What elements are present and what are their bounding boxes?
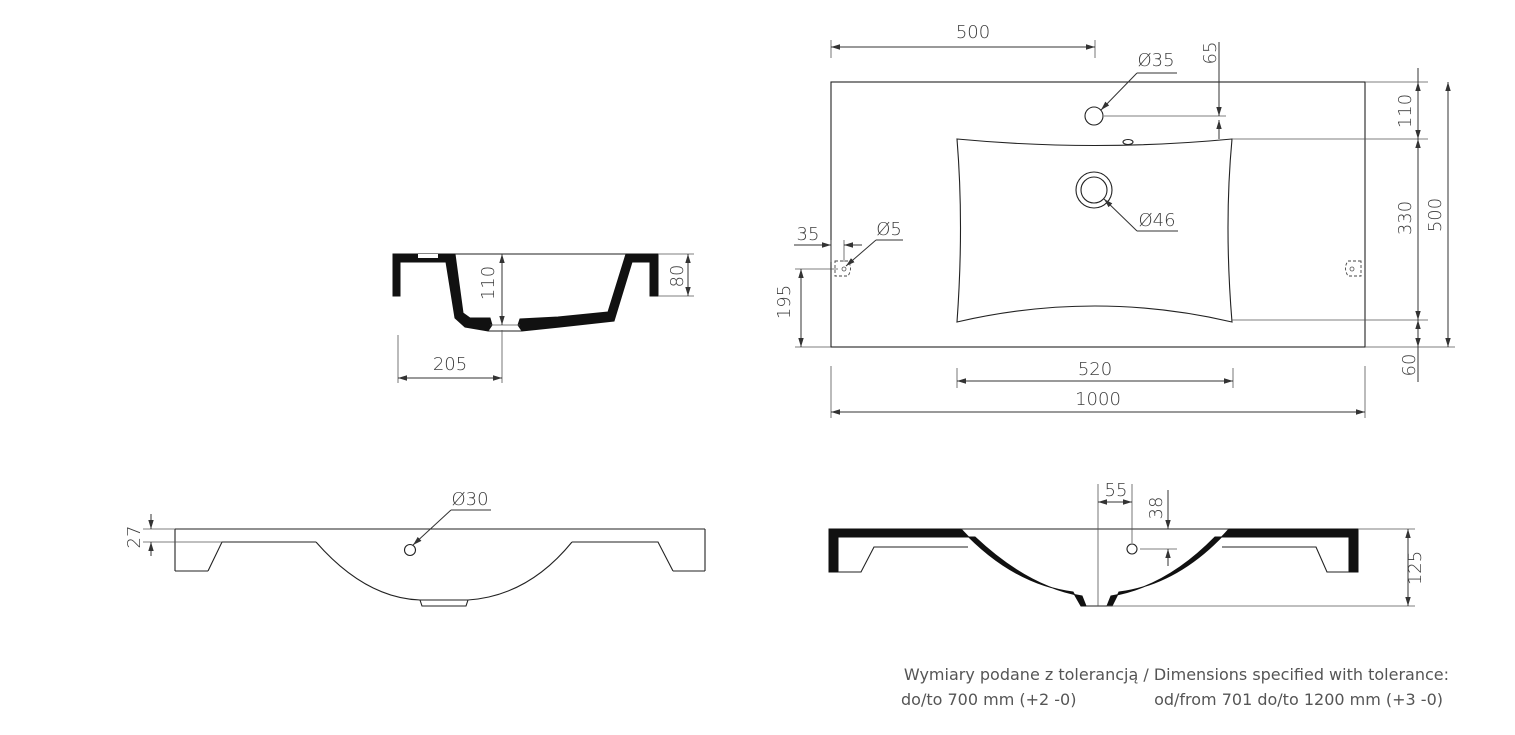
dim-330: 330 <box>1395 201 1416 235</box>
dim-overflow-30: Ø30 <box>451 489 488 510</box>
side-section-left-wall <box>392 253 493 332</box>
front-bowl-curve <box>315 541 573 601</box>
cross-right-rim <box>1106 528 1359 607</box>
dim-195: 195 <box>774 285 795 319</box>
front-right-shoulder <box>572 541 674 572</box>
dim-width-1000: 1000 <box>1075 389 1121 410</box>
dim-hole-35: Ø35 <box>1137 50 1174 71</box>
dim-500-height: 500 <box>1425 198 1446 232</box>
dim-35: 35 <box>797 224 820 245</box>
bowl-outline <box>956 138 1233 323</box>
side-section-right-wall <box>517 253 659 332</box>
mount-hole-right <box>1345 260 1362 277</box>
dim-side-110: 110 <box>478 266 499 300</box>
front-view: Ø30 27 <box>124 489 706 607</box>
dim-60: 60 <box>1399 354 1420 377</box>
countertop-outline <box>830 81 1366 348</box>
front-drain <box>419 599 469 607</box>
tolerance-note-line1: Wymiary podane z tolerancją / Dimensions… <box>903 665 1449 684</box>
side-section: 110 80 205 <box>392 253 694 383</box>
cross-overflow-hole <box>1126 543 1138 555</box>
top-view: 500 Ø35 65 Ø46 110 330 60 500 <box>774 22 1455 418</box>
mount-hole-left-center <box>841 266 847 272</box>
mount-hole-left <box>834 260 851 277</box>
front-overflow-hole <box>403 543 417 557</box>
dim-section-38: 38 <box>1146 497 1167 520</box>
dim-drain-46: Ø46 <box>1138 210 1175 231</box>
dim-500-top: 500 <box>956 22 990 43</box>
front-left-shoulder <box>207 541 316 572</box>
dim-section-125: 125 <box>1405 551 1426 585</box>
dim-section-55: 55 <box>1105 480 1128 501</box>
cross-left-rim <box>828 528 1087 607</box>
drain-outer <box>1075 171 1113 209</box>
dim-front-27: 27 <box>124 526 145 549</box>
dim-mount-5: Ø5 <box>876 219 902 240</box>
tap-hole <box>1084 106 1104 126</box>
dim-side-205: 205 <box>433 354 467 375</box>
dim-bowl-520: 520 <box>1078 359 1112 380</box>
dim-offset-65: 65 <box>1200 42 1221 65</box>
tolerance-note-large: od/from 701 do/to 1200 mm (+3 -0) <box>1154 690 1443 709</box>
overflow-hole <box>1122 138 1134 146</box>
mount-hole-right-center <box>1349 266 1355 272</box>
dim-side-80: 80 <box>667 265 688 288</box>
dim-110: 110 <box>1395 94 1416 128</box>
cross-section: 55 38 125 <box>828 480 1426 607</box>
drain-inner <box>1080 176 1108 204</box>
tolerance-note-small: do/to 700 mm (+2 -0) <box>901 690 1077 709</box>
